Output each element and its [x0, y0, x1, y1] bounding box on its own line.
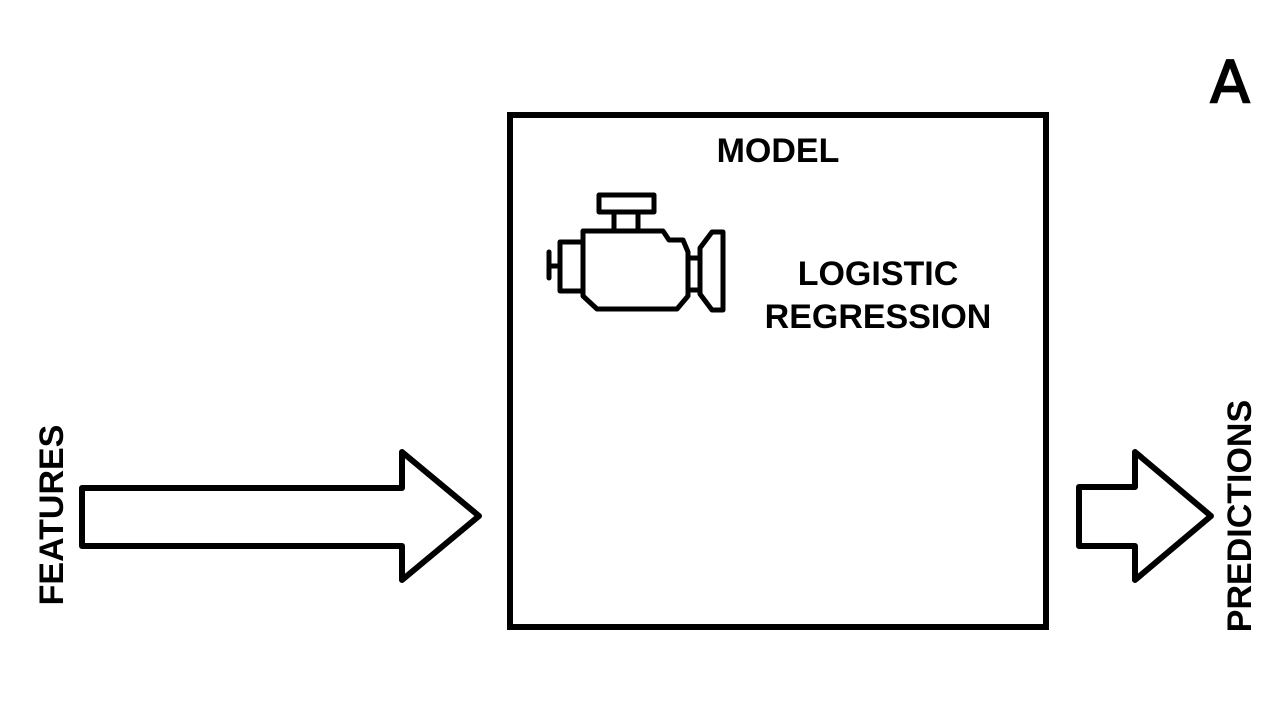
model-name-line1: LOGISTIC [798, 255, 959, 293]
corner-mark: ∀ [1209, 47, 1251, 112]
output-arrow [1076, 449, 1214, 583]
model-box [507, 112, 1049, 630]
output-label: PREDICTIONS [1221, 400, 1259, 632]
input-arrow [79, 449, 482, 583]
model-title: MODEL [717, 132, 840, 170]
input-label: FEATURES [33, 425, 71, 606]
model-name-line2: REGRESSION [765, 298, 992, 336]
engine-icon [546, 192, 726, 313]
